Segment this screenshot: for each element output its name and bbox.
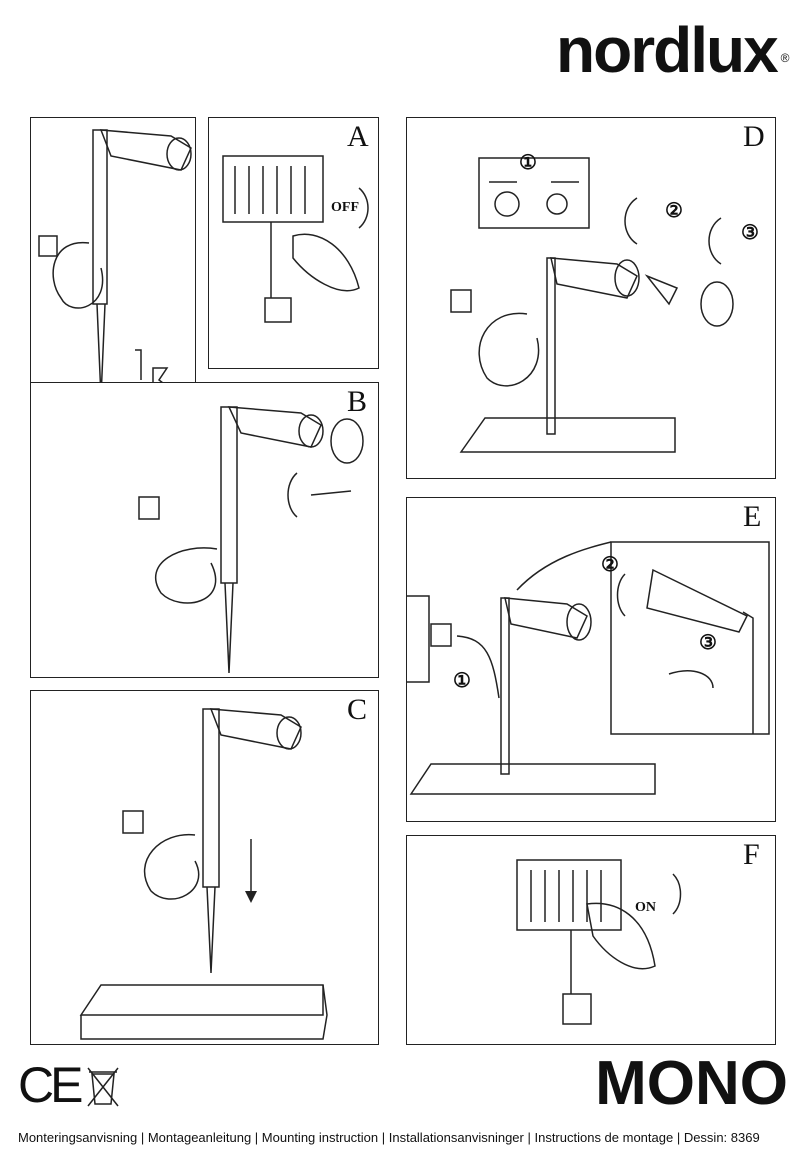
- step-c-label: C: [347, 693, 368, 726]
- weee-bin-icon: [87, 1067, 119, 1107]
- step-d-label: D: [743, 120, 765, 153]
- product-name: MONO: [595, 1049, 788, 1118]
- step-a-label: A: [347, 120, 369, 153]
- lamp-angle-adjustment-illustration: [407, 541, 770, 795]
- step-e-1: ①: [453, 670, 471, 692]
- step-e-2: ②: [601, 554, 619, 576]
- ce-mark: CE: [18, 1057, 83, 1113]
- lamp-illustration: [38, 129, 192, 399]
- bulb-replacement-illustration: [450, 157, 734, 453]
- step-e-3: ③: [699, 632, 717, 654]
- lamp-ground-insertion-illustration: [79, 708, 328, 1040]
- footer-text: Monteringsanvisning | Montageanleitung |…: [18, 1130, 760, 1145]
- off-label: OFF: [331, 200, 359, 215]
- step-e-panel: E ① ② ③: [406, 497, 776, 822]
- brand-logo: nordlux®: [556, 18, 789, 82]
- brand-name: nordlux: [556, 14, 779, 86]
- step-d-2: ②: [665, 200, 683, 222]
- step-e-label: E: [743, 500, 762, 533]
- step-c-panel: C: [30, 690, 379, 1045]
- parts-panel: [30, 117, 196, 410]
- step-d-1: ①: [519, 152, 537, 174]
- breaker-box-on-illustration: [516, 859, 682, 1025]
- breaker-box-illustration: [222, 155, 369, 323]
- step-f-label: F: [743, 838, 760, 871]
- lamp-cover-removal-illustration: [138, 406, 364, 674]
- step-d-3: ③: [741, 222, 759, 244]
- step-b-panel: B: [30, 382, 379, 678]
- brand-trademark: ®: [780, 51, 790, 65]
- step-a-panel: A OFF: [208, 117, 379, 369]
- step-f-panel: F ON: [406, 835, 776, 1045]
- on-label: ON: [635, 900, 656, 915]
- step-d-panel: D ① ② ③: [406, 117, 776, 479]
- step-b-label: B: [347, 385, 368, 418]
